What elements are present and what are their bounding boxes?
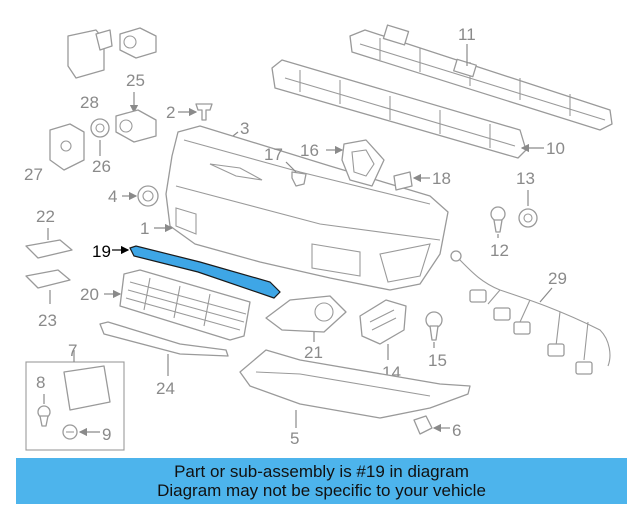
label-24: 24 (156, 379, 175, 398)
label-4: 4 (108, 187, 117, 206)
info-banner: Part or sub-assembly is #19 in diagram D… (16, 458, 627, 504)
part-29-wiring-harness[interactable] (450, 250, 611, 375)
label-21: 21 (304, 343, 323, 362)
label-18: 18 (432, 169, 451, 188)
label-7: 7 (68, 341, 77, 360)
part-23-bracket[interactable] (25, 269, 71, 289)
label-6: 6 (452, 421, 461, 440)
label-28: 28 (80, 93, 99, 112)
leader-17 (285, 161, 297, 173)
label-5: 5 (290, 429, 299, 448)
part-14-bracket[interactable] (359, 299, 407, 345)
label-13: 13 (516, 169, 535, 188)
part-26-ring[interactable] (90, 118, 110, 138)
part-2-clip[interactable] (195, 103, 213, 121)
label-20: 20 (80, 285, 99, 304)
part-17-clip[interactable] (291, 171, 307, 187)
part-6-clip[interactable] (413, 415, 433, 435)
label-9: 9 (102, 425, 111, 444)
part-15-clip[interactable] (425, 311, 443, 341)
label-2: 2 (166, 103, 175, 122)
part-19-spoiler-highlight[interactable] (129, 245, 281, 299)
label-23: 23 (38, 311, 57, 330)
label-12: 12 (490, 241, 509, 260)
part-21-fog-bezel[interactable] (265, 295, 347, 333)
label-11: 11 (458, 25, 476, 44)
banner-line-2: Diagram may not be specific to your vehi… (157, 481, 486, 500)
label-26: 26 (92, 157, 111, 176)
part-12-clip[interactable] (490, 206, 506, 233)
label-17: 17 (264, 145, 283, 164)
label-25: 25 (126, 71, 145, 90)
part-25-sensor[interactable] (119, 27, 157, 59)
kit-7-box (25, 361, 125, 451)
part-18-bracket[interactable] (393, 171, 413, 191)
part-5-lower-spoiler[interactable] (239, 349, 471, 419)
label-29: 29 (548, 269, 567, 288)
part-13-grommet[interactable] (518, 208, 538, 228)
label-22: 22 (36, 207, 55, 226)
label-15: 15 (428, 351, 447, 370)
part-11-reinforcement[interactable] (349, 24, 613, 131)
part-25-sensor-lower[interactable] (115, 109, 157, 143)
part-22-bracket[interactable] (25, 239, 73, 259)
part-24-trim[interactable] (99, 321, 229, 357)
part-28-bracket[interactable] (67, 29, 113, 79)
label-16: 16 (300, 141, 319, 160)
label-10: 10 (546, 139, 565, 158)
label-1: 1 (140, 219, 149, 238)
part-8-clip[interactable] (37, 405, 51, 427)
part-16-tow-cover[interactable] (341, 139, 385, 187)
part-20-grille[interactable] (119, 269, 251, 341)
label-19: 19 (92, 242, 111, 261)
label-27: 27 (24, 165, 43, 184)
banner-line-1: Part or sub-assembly is #19 in diagram (174, 462, 469, 481)
part-9-screw[interactable] (62, 424, 78, 440)
part-27-bracket[interactable] (49, 123, 85, 171)
part-7-plate[interactable] (63, 365, 111, 411)
label-8: 8 (36, 373, 45, 392)
leader-29 (539, 287, 553, 303)
label-3: 3 (240, 119, 249, 138)
parts-diagram: 11 10 28 25 2 27 26 3 (24, 24, 613, 451)
part-4-fog-ring[interactable] (137, 185, 159, 207)
